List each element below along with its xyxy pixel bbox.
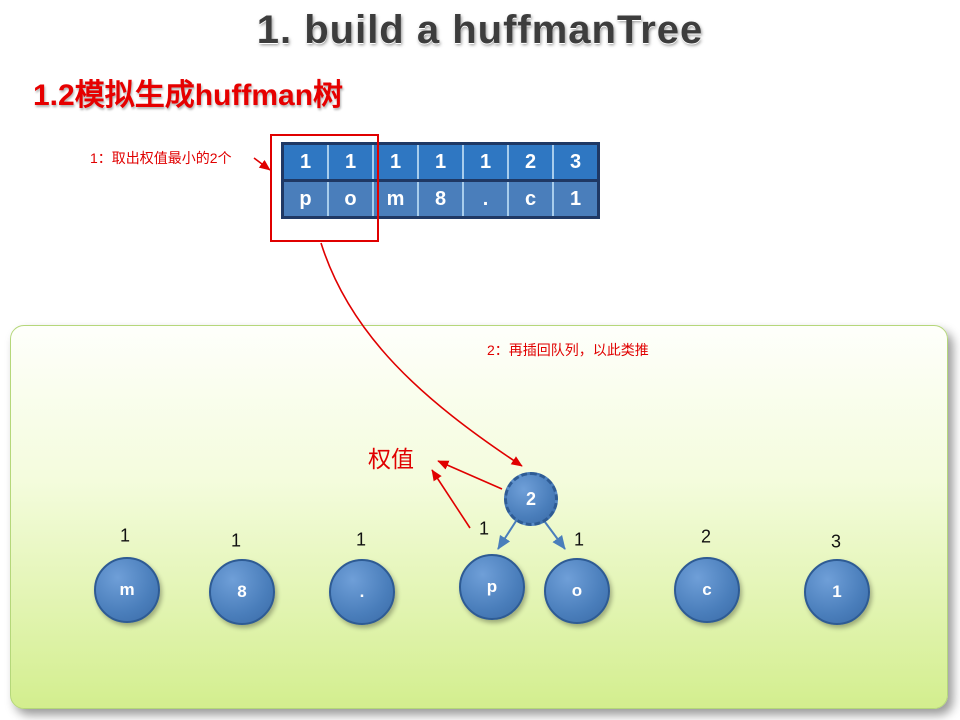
- selection-rect: [270, 134, 379, 242]
- annotation-step2: 2：再插回队列，以此类推: [487, 342, 649, 358]
- queue-weight-cell: 3: [554, 145, 597, 179]
- leaf-node-m: m: [94, 557, 160, 623]
- node-weight: 1: [355, 529, 367, 550]
- node-weight: 1: [478, 518, 490, 539]
- queue-char-cell: o: [329, 182, 374, 216]
- leaf-node-c: c: [674, 557, 740, 623]
- queue-char-cell: 1: [554, 182, 597, 216]
- node-weight: 1: [119, 525, 131, 546]
- queue-char-cell: .: [464, 182, 509, 216]
- leaf-node-1: 1: [804, 559, 870, 625]
- queue-weight-cell: 1: [284, 145, 329, 179]
- section-subtitle: 1.2模拟生成huffman树: [33, 79, 344, 112]
- node-weight: 2: [700, 526, 712, 547]
- annotation-step1: 1：取出权值最小的2个: [90, 150, 232, 166]
- queue-char-cell: m: [374, 182, 419, 216]
- weight-label-annotation: 权值: [368, 446, 414, 472]
- leaf-node-o: o: [544, 558, 610, 624]
- leaf-node-p: p: [459, 554, 525, 620]
- leaf-node-8: 8: [209, 559, 275, 625]
- page-title: 1. build a huffmanTree: [256, 8, 704, 52]
- queue-char-cell: 8: [419, 182, 464, 216]
- merged-node: 2: [504, 472, 558, 526]
- node-weight: 1: [230, 530, 242, 551]
- queue-weight-cell: 1: [419, 145, 464, 179]
- queue-char-cell: c: [509, 182, 554, 216]
- work-panel: [10, 325, 948, 709]
- queue-weight-cell: 1: [374, 145, 419, 179]
- node-weight: 3: [830, 531, 842, 552]
- node-weight: 1: [573, 529, 585, 550]
- queue-char-cell: p: [284, 182, 329, 216]
- queue-weights-row: 1 1 1 1 1 2 3: [284, 145, 597, 182]
- queue-chars-row: p o m 8 . c 1: [284, 182, 597, 216]
- queue-weight-cell: 1: [464, 145, 509, 179]
- queue-weight-cell: 2: [509, 145, 554, 179]
- queue-weight-cell: 1: [329, 145, 374, 179]
- leaf-node-dot: .: [329, 559, 395, 625]
- annotation1-arrow: [253, 157, 271, 171]
- queue-table: 1 1 1 1 1 2 3 p o m 8 . c 1: [281, 142, 600, 219]
